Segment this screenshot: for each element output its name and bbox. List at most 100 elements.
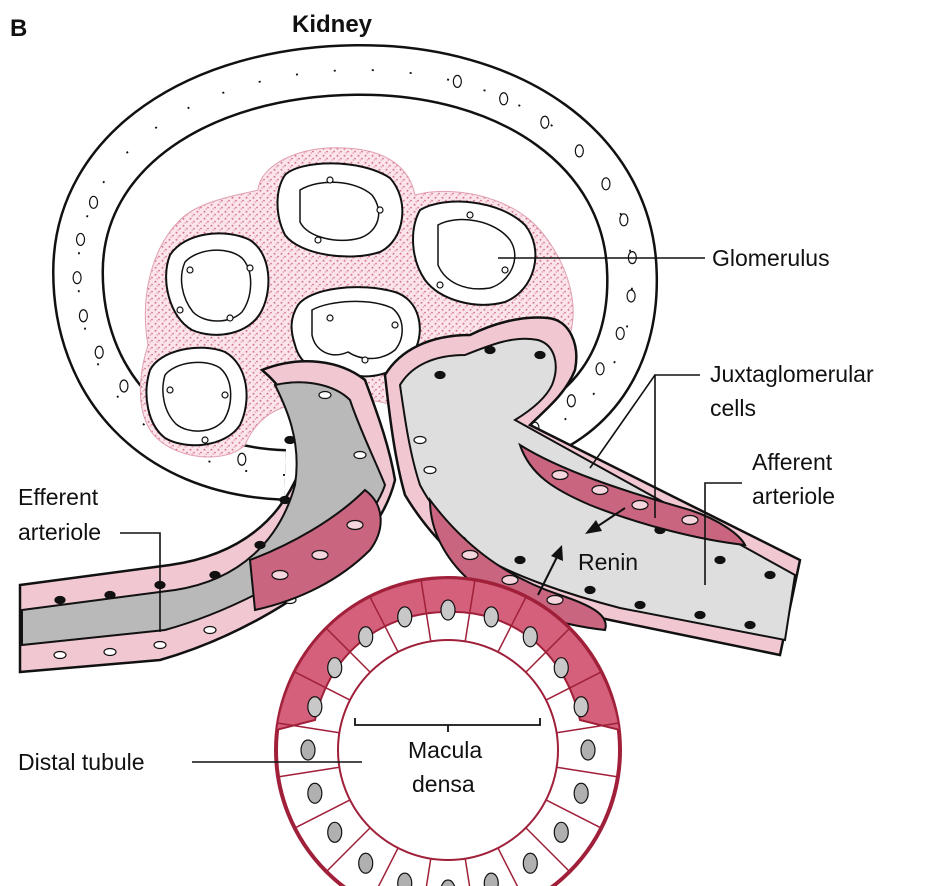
tubule-cell-nucleus (581, 740, 595, 760)
capillary-loop (146, 348, 246, 446)
smooth-muscle-nucleus (424, 467, 436, 474)
capsule-cell-nucleus (616, 327, 624, 339)
capillary-nucleus (327, 315, 333, 321)
endothelial-nucleus (715, 557, 725, 564)
macula-densa-nucleus (441, 600, 455, 620)
capsule-cell-nucleus (73, 272, 81, 284)
label-efferent-line1: Efferent (18, 484, 99, 510)
macula-densa-nucleus (484, 607, 498, 627)
panel-letter: B (10, 15, 27, 42)
endothelial-nucleus (255, 542, 265, 549)
macula-densa-nucleus (554, 658, 568, 678)
capsule-cell-nucleus (596, 363, 604, 375)
tubule-cell-nucleus (301, 740, 315, 760)
smooth-muscle-nucleus (319, 392, 331, 399)
label-afferent-line1: Afferent (752, 449, 833, 475)
endothelial-nucleus (55, 597, 65, 604)
capillary-nucleus (327, 177, 333, 183)
macula-densa-nucleus (308, 697, 322, 717)
capsule-cell-nucleus (575, 145, 583, 157)
macula-densa-nucleus (398, 607, 412, 627)
capillary-nucleus (377, 207, 383, 213)
tubule-cell-nucleus (523, 853, 537, 873)
capsule-cell-nucleus (453, 75, 461, 87)
tubule-cell-nucleus (328, 822, 342, 842)
capillary-nucleus (227, 315, 233, 321)
capsule-cell-nucleus (500, 93, 508, 105)
capillary-nucleus (392, 322, 398, 328)
capillary-nucleus (315, 237, 321, 243)
capillary-nucleus (362, 357, 368, 363)
endothelial-nucleus (695, 612, 705, 619)
macula-densa-nucleus (359, 627, 373, 647)
tubule-cell-nucleus (308, 783, 322, 803)
endothelial-nucleus (485, 347, 495, 354)
capillary-nucleus (247, 265, 253, 271)
capsule-cell-nucleus (602, 178, 610, 190)
juxtaglomerular-nucleus (592, 486, 608, 495)
capsule-cell-nucleus (567, 395, 575, 407)
endothelial-nucleus (635, 602, 645, 609)
capsule-cell-nucleus (120, 380, 128, 392)
tubule-cell-nucleus (359, 853, 373, 873)
tubule-cell-nucleus (574, 783, 588, 803)
capillary-nucleus (437, 282, 443, 288)
endothelial-nucleus (745, 622, 755, 629)
tubule-cell-nucleus (554, 822, 568, 842)
capsule-cell-nucleus (541, 116, 549, 128)
label-distal-tubule: Distal tubule (18, 749, 145, 775)
label-macula-line1: Macula (408, 737, 482, 763)
capillary-nucleus (467, 212, 473, 218)
capillary-nucleus (167, 387, 173, 393)
juxtaglomerular-nucleus (547, 596, 563, 605)
endothelial-nucleus (210, 572, 220, 579)
endothelial-nucleus (585, 587, 595, 594)
label-afferent-line2: arteriole (752, 483, 835, 509)
label-macula-line2: densa (412, 771, 475, 797)
tubule-cell-nucleus (484, 873, 498, 886)
juxtaglomerular-nucleus (462, 551, 478, 560)
juxtaglomerular-nucleus (312, 551, 328, 560)
endothelial-nucleus (280, 497, 290, 504)
capsule-cell-nucleus (627, 290, 635, 302)
capsule-cell-nucleus (79, 310, 87, 322)
smooth-muscle-nucleus (154, 642, 166, 649)
smooth-muscle-nucleus (54, 652, 66, 659)
capillary-loop (166, 233, 268, 334)
capsule-cell-nucleus (238, 453, 246, 465)
label-juxtaglomerular-line2: cells (710, 395, 756, 421)
label-juxtaglomerular-line1: Juxtaglomerular (710, 361, 874, 387)
macula-densa-nucleus (328, 658, 342, 678)
smooth-muscle-nucleus (104, 649, 116, 656)
juxtaglomerular-nucleus (632, 501, 648, 510)
endothelial-nucleus (535, 352, 545, 359)
smooth-muscle-nucleus (204, 627, 216, 634)
capsule-cell-nucleus (90, 196, 98, 208)
smooth-muscle-nucleus (414, 437, 426, 444)
smooth-muscle-nucleus (354, 452, 366, 459)
macula-densa-nucleus (574, 697, 588, 717)
capsule-cell-nucleus (77, 233, 85, 245)
endothelial-nucleus (285, 437, 295, 444)
juxtaglomerular-nucleus (502, 576, 518, 585)
capillary-nucleus (177, 307, 183, 313)
endothelial-nucleus (435, 372, 445, 379)
label-glomerulus: Glomerulus (712, 245, 830, 271)
tubule-cell-nucleus (398, 873, 412, 886)
endothelial-nucleus (765, 572, 775, 579)
juxtaglomerular-nucleus (347, 521, 363, 530)
juxtaglomerular-nucleus (552, 471, 568, 480)
capillary-nucleus (222, 392, 228, 398)
capillary-nucleus (187, 267, 193, 273)
capillary-loop (278, 163, 403, 256)
capsule-cell-nucleus (620, 214, 628, 226)
endothelial-nucleus (105, 592, 115, 599)
diagram-title: Kidney (292, 11, 373, 38)
endothelial-nucleus (515, 557, 525, 564)
juxtaglomerular-nucleus (682, 516, 698, 525)
label-efferent-line2: arteriole (18, 519, 101, 545)
capillary-nucleus (202, 437, 208, 443)
capsule-cell-nucleus (95, 346, 103, 358)
label-renin: Renin (578, 549, 638, 575)
